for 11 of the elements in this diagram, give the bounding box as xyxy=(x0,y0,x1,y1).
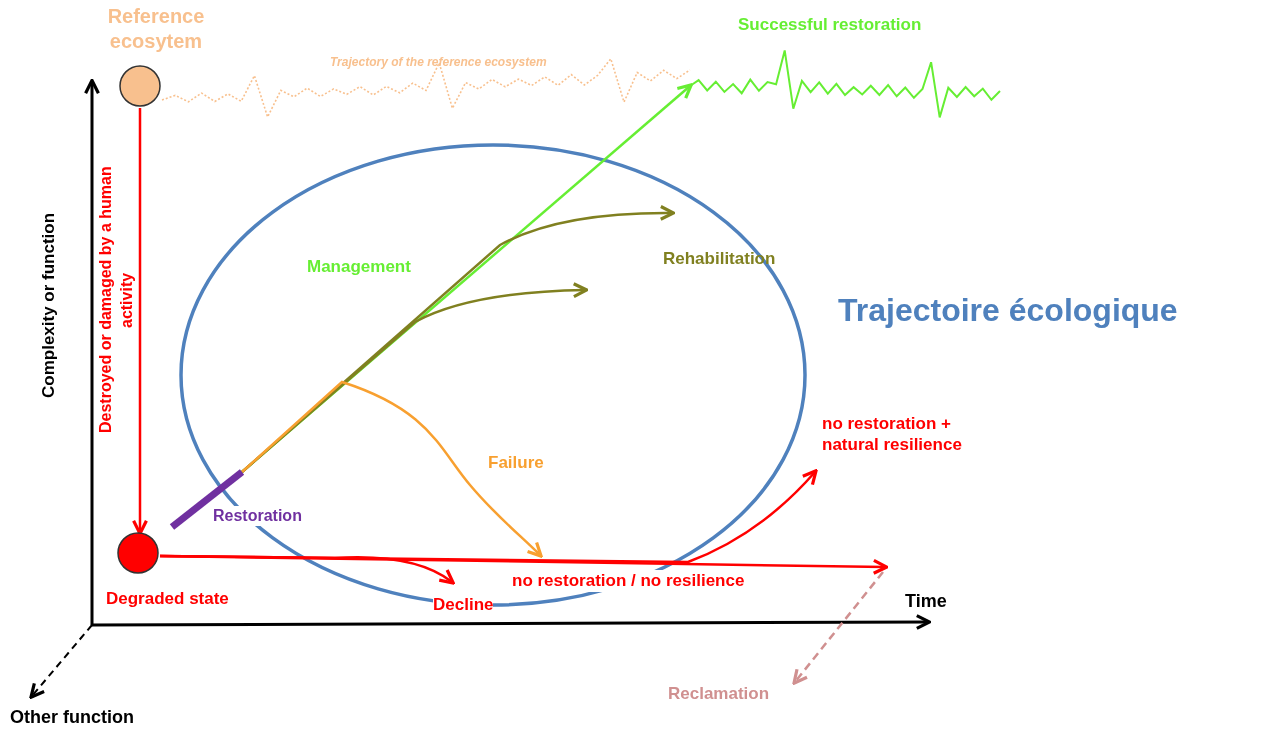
node-label: Restoration xyxy=(213,506,302,526)
diagram-heading: Trajectoire écologique xyxy=(838,291,1178,330)
edge-label: Management xyxy=(307,256,411,278)
axis-label: Time xyxy=(905,590,947,613)
axis-label: Other function xyxy=(10,706,134,729)
arrow xyxy=(241,380,543,558)
axis-label: Complexity or function xyxy=(38,211,59,400)
edge-label: Trajectory of the reference ecosystem xyxy=(330,55,547,71)
arrow xyxy=(792,571,884,685)
arrow xyxy=(160,469,818,564)
edge-label: no restoration / no resilience xyxy=(512,570,745,593)
